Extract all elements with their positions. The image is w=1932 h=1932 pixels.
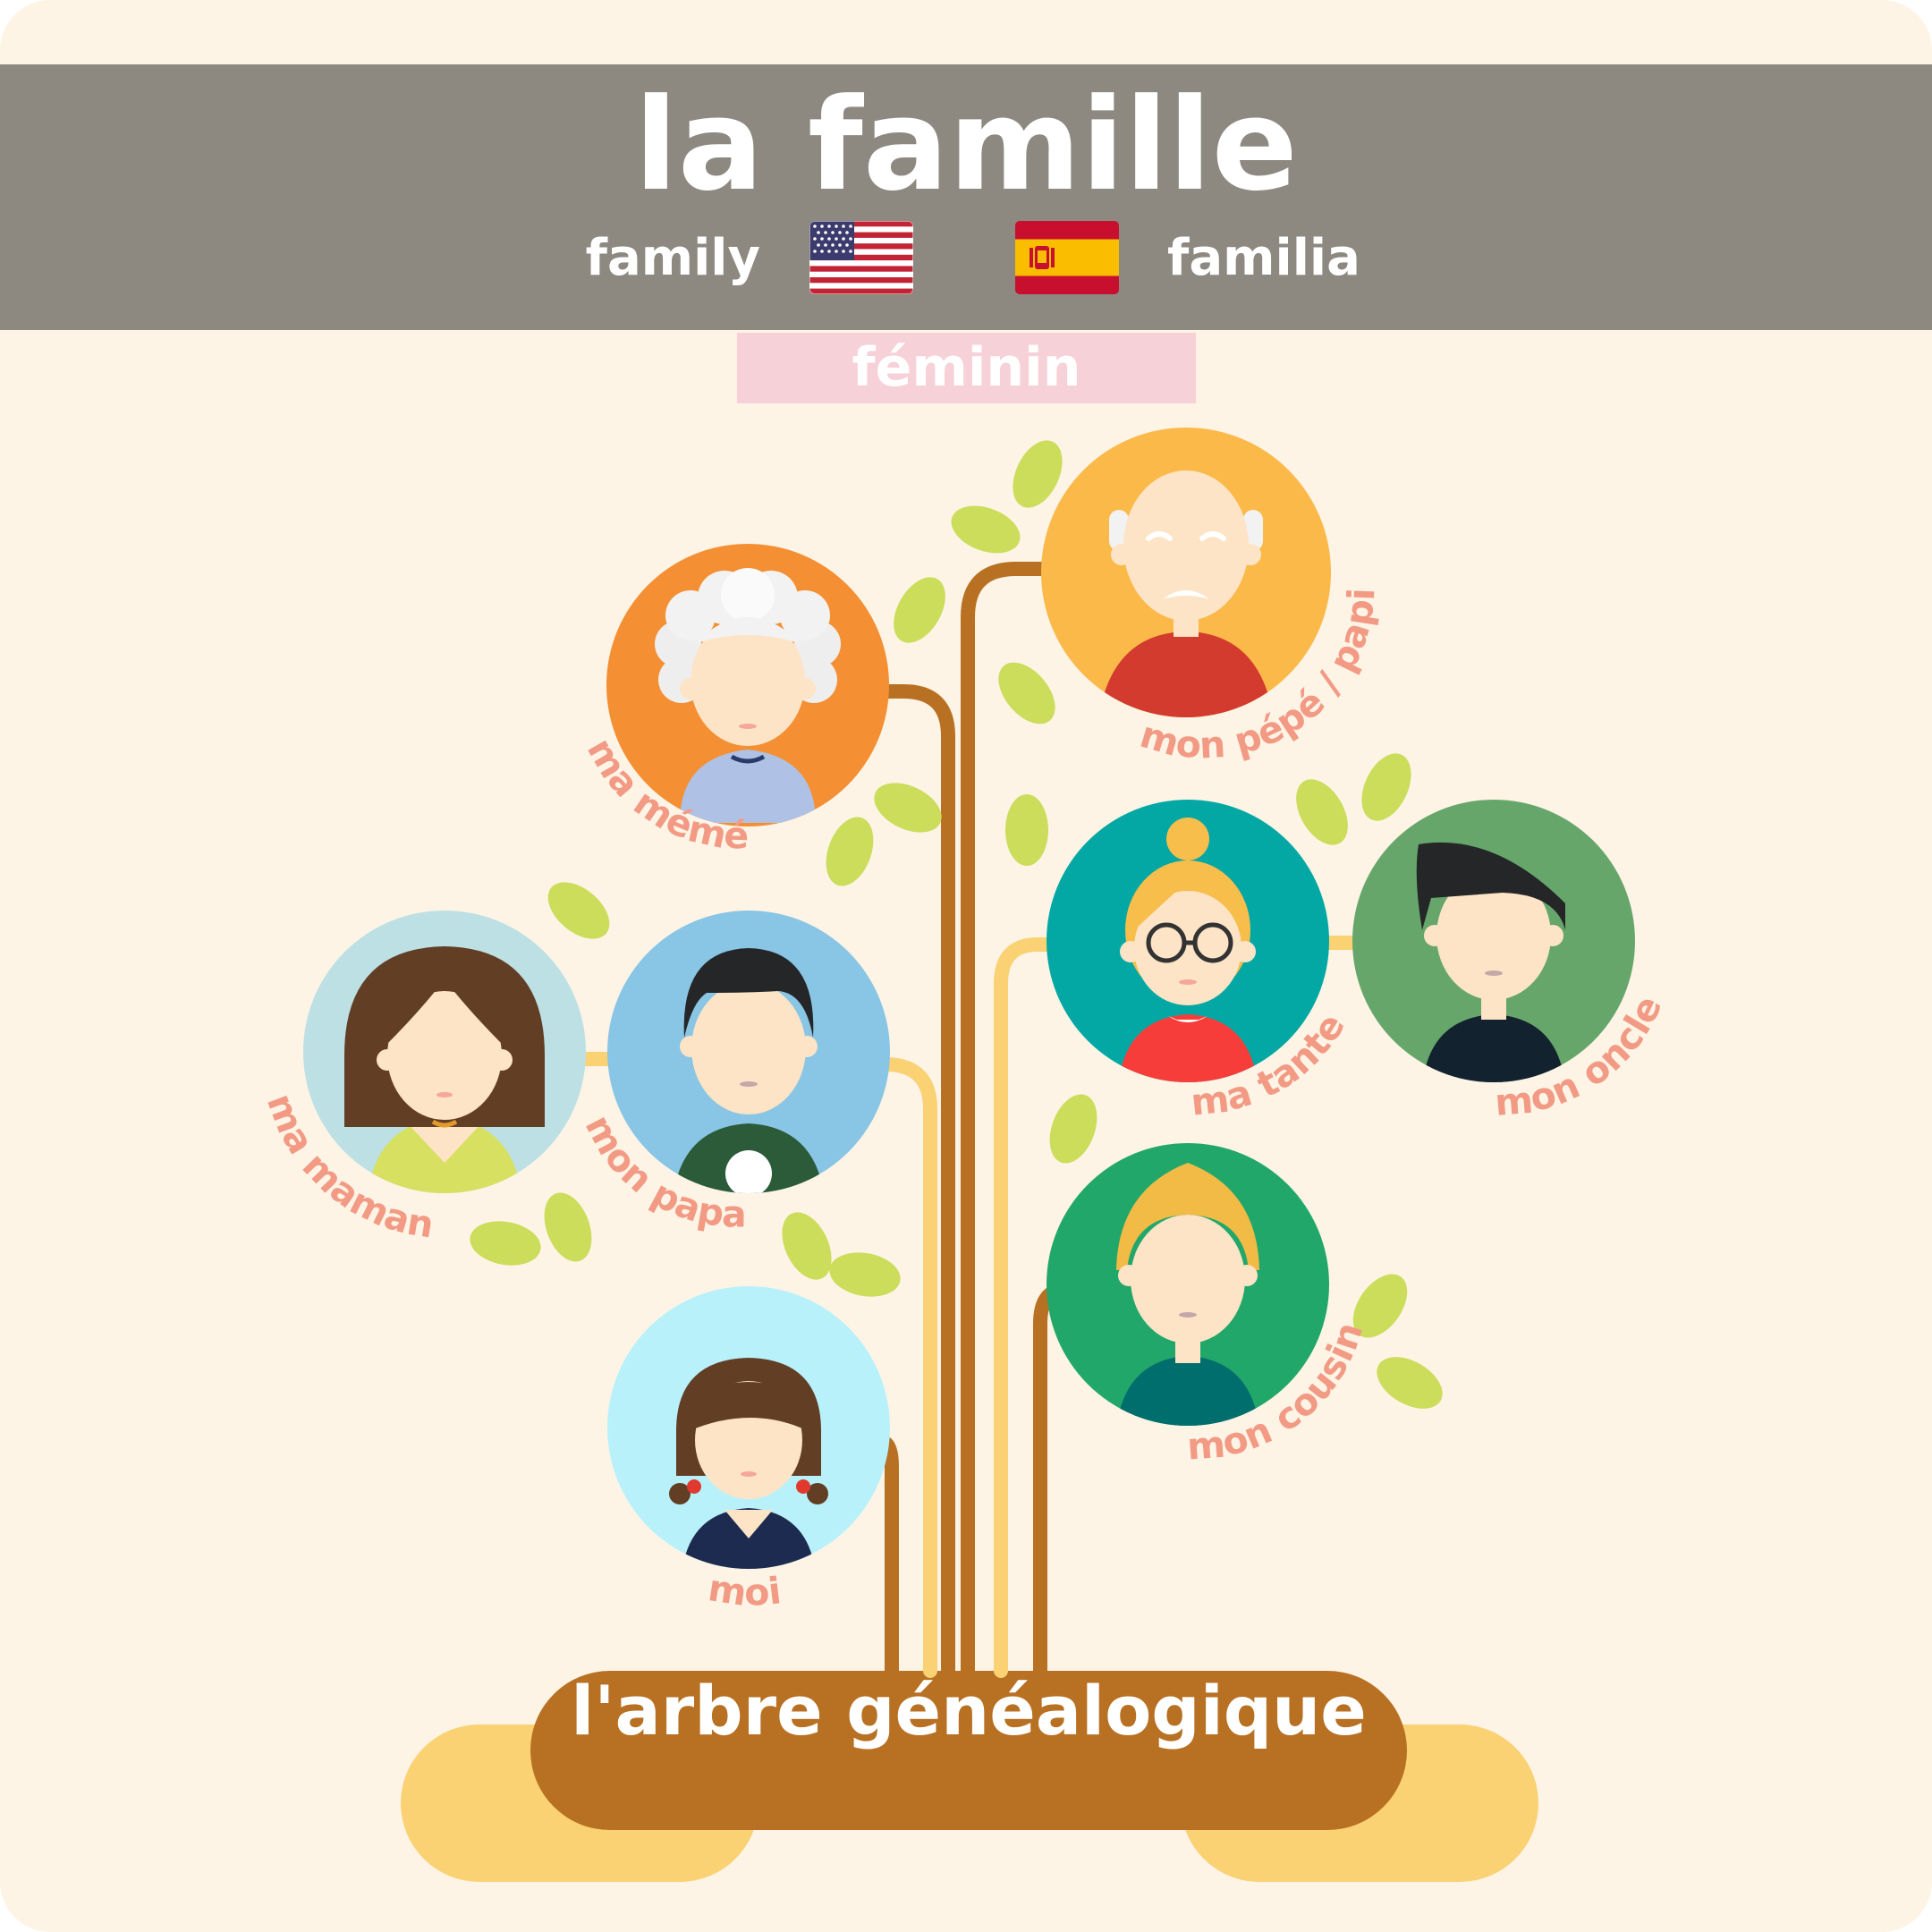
me-avatar [607,1286,890,1569]
title-banner [0,64,1932,330]
father-avatar [607,911,890,1193]
english-translation: family [585,229,760,287]
spanish-translation: familia [1167,229,1360,287]
spain-flag-icon [1015,221,1119,294]
grandfather-avatar [1041,428,1331,717]
tree-base [401,1671,1538,1882]
page-title: la famille [634,72,1298,219]
grandmother-avatar [606,544,889,826]
us-flag-icon [809,221,913,294]
me-label: moi [706,1566,784,1614]
family-tree-title: l'arbre généalogique [571,1671,1367,1750]
uncle-avatar [1352,800,1635,1082]
mother-avatar [303,911,586,1193]
gender-badge: féminin [737,333,1196,403]
aunt-avatar [1046,800,1329,1082]
tree-leaves [470,440,1443,1409]
cousin-avatar [1046,1143,1329,1426]
